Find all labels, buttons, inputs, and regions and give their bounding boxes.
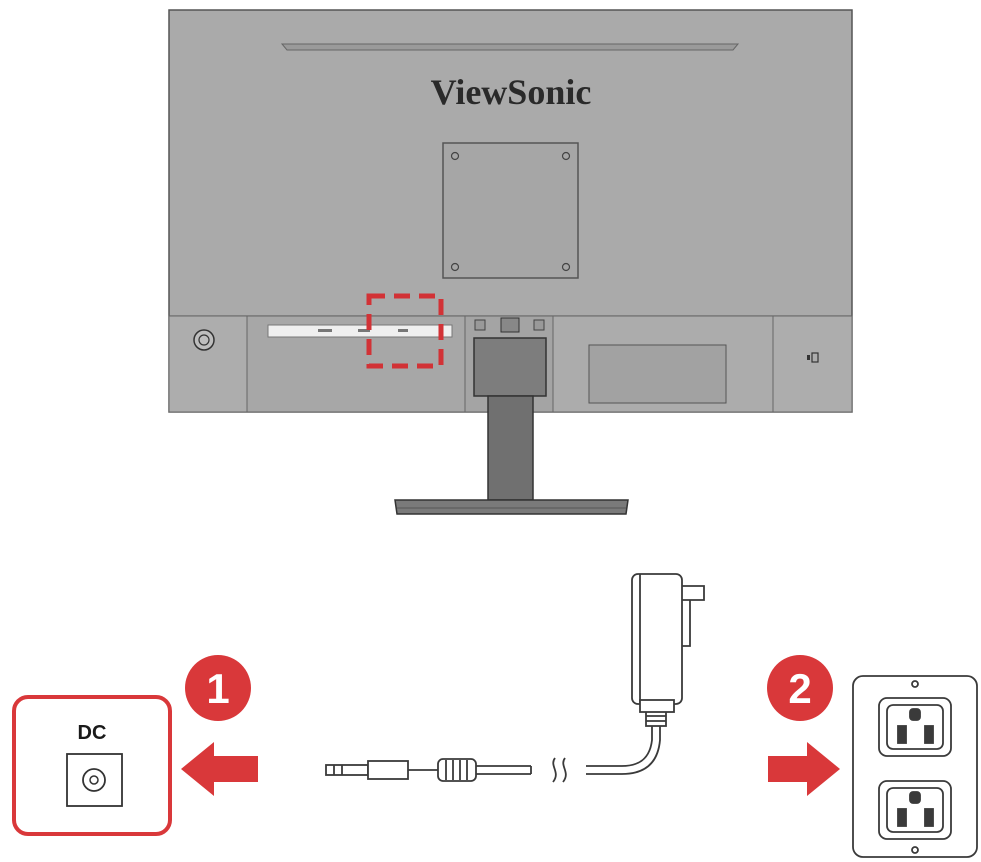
dc-port-label: DC [78,722,107,744]
ferrite-bead [437,758,477,782]
label-recess [588,344,727,404]
power-button-icon [193,329,215,351]
vesa-screw-hole [450,151,460,161]
monitor-rear-view: ViewSonic [168,9,853,413]
dc-port-highlight [366,293,444,369]
stand-column [487,395,534,501]
stand-base [394,499,629,515]
step-2-badge: 2 [767,655,833,721]
step-1-badge: 1 [185,655,251,721]
wall-outlet-icon [852,675,978,858]
top-vent [280,43,740,51]
dc-jack-icon [82,768,106,792]
vesa-screw-hole [450,262,460,272]
dc-plug-tip [325,764,369,776]
vesa-screw-hole [561,262,571,272]
dc-port-callout: DC [12,695,172,836]
stand-neck [473,337,547,397]
kensington-lock-icon [811,352,819,363]
step-2-number: 2 [788,665,811,712]
cable-break-mark [552,757,557,783]
vesa-mount-plate [442,142,579,279]
power-adapter [325,573,705,783]
dc-jack-frame [66,753,123,807]
vesa-screw-hole [561,151,571,161]
arrow-right-icon [768,742,840,796]
step-1-number: 1 [206,665,229,712]
monitor-stand [394,337,629,515]
arrow-left-icon [181,742,258,796]
adapter-prongs-icon [682,585,705,647]
brand-logo: ViewSonic [431,72,592,112]
lock-slot-panel [772,315,853,413]
